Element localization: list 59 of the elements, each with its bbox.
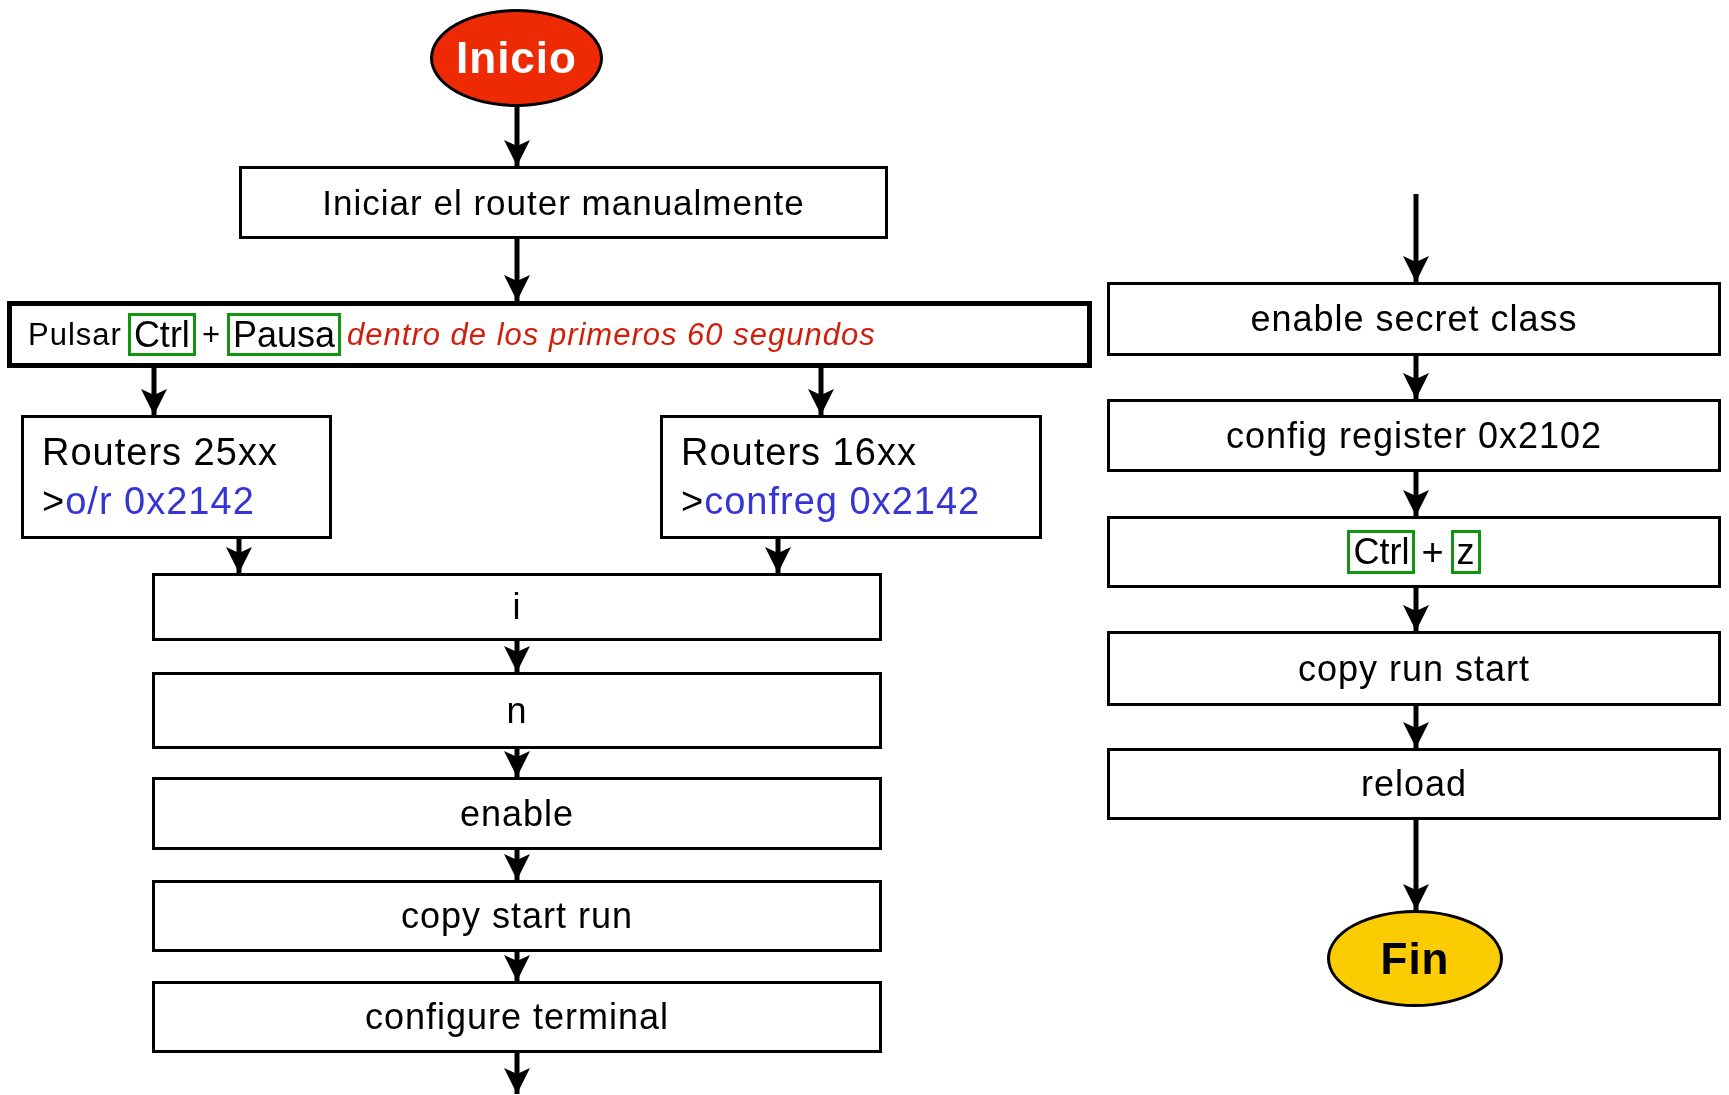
arrow bbox=[504, 239, 530, 301]
step-label: Routers 25xx bbox=[42, 429, 278, 475]
step-label: enable bbox=[459, 792, 575, 835]
step-label: Routers 16xx bbox=[681, 429, 917, 475]
step-label: copy run start bbox=[1297, 647, 1531, 690]
process-box bbox=[1107, 399, 1721, 472]
keyboard-key bbox=[127, 312, 196, 357]
process-box bbox=[1107, 282, 1721, 356]
process-box bbox=[1107, 516, 1721, 588]
step-label: n bbox=[506, 689, 528, 732]
keyboard-key bbox=[1347, 530, 1416, 574]
keyboard-key bbox=[1450, 530, 1481, 574]
process-box bbox=[152, 672, 882, 749]
step-label: + bbox=[201, 316, 221, 353]
step-label: >confreg 0x2142 bbox=[681, 479, 981, 524]
step-label: i bbox=[512, 586, 522, 628]
keyboard-key bbox=[227, 312, 342, 357]
step-label: Inicio bbox=[456, 33, 577, 83]
arrow bbox=[226, 539, 252, 573]
arrow bbox=[1403, 194, 1429, 282]
arrow bbox=[504, 952, 530, 981]
step-label: enable secret class bbox=[1250, 298, 1578, 340]
arrow bbox=[1403, 356, 1429, 399]
step-label: >o/r 0x2142 bbox=[42, 479, 255, 524]
process-box bbox=[21, 415, 332, 539]
arrow bbox=[504, 1053, 530, 1094]
arrow bbox=[504, 850, 530, 880]
step-label: Ctrl bbox=[1353, 533, 1410, 571]
arrow bbox=[1403, 472, 1429, 516]
step-label: Iniciar el router manualmente bbox=[322, 182, 805, 223]
step-label: Pausa bbox=[233, 315, 336, 354]
arrow bbox=[808, 368, 834, 415]
process-box bbox=[7, 301, 1092, 368]
step-label: configure terminal bbox=[364, 996, 670, 1038]
step-label: z bbox=[1456, 533, 1475, 571]
arrow bbox=[765, 539, 791, 573]
step-label: config register 0x2102 bbox=[1225, 414, 1603, 457]
step-label: Pulsar bbox=[28, 316, 122, 353]
arrow bbox=[504, 749, 530, 777]
step-label: copy start run bbox=[400, 895, 634, 937]
arrow bbox=[1403, 588, 1429, 631]
arrow bbox=[504, 641, 530, 672]
step-label: reload bbox=[1360, 763, 1468, 805]
step-label: + bbox=[1421, 530, 1445, 574]
arrow bbox=[141, 368, 167, 415]
step-label: Ctrl bbox=[133, 315, 190, 354]
arrow bbox=[504, 107, 530, 166]
process-box bbox=[152, 777, 882, 850]
process-box bbox=[660, 415, 1042, 539]
process-box bbox=[152, 981, 882, 1053]
step-label: Fin bbox=[1380, 933, 1450, 984]
step-label: dentro de los primeros 60 segundos bbox=[347, 316, 876, 353]
process-box bbox=[152, 880, 882, 952]
process-box bbox=[1107, 631, 1721, 706]
arrow bbox=[1403, 820, 1429, 910]
arrow bbox=[1403, 706, 1429, 748]
process-box bbox=[152, 573, 882, 641]
process-box bbox=[239, 166, 888, 239]
process-box bbox=[1107, 748, 1721, 820]
